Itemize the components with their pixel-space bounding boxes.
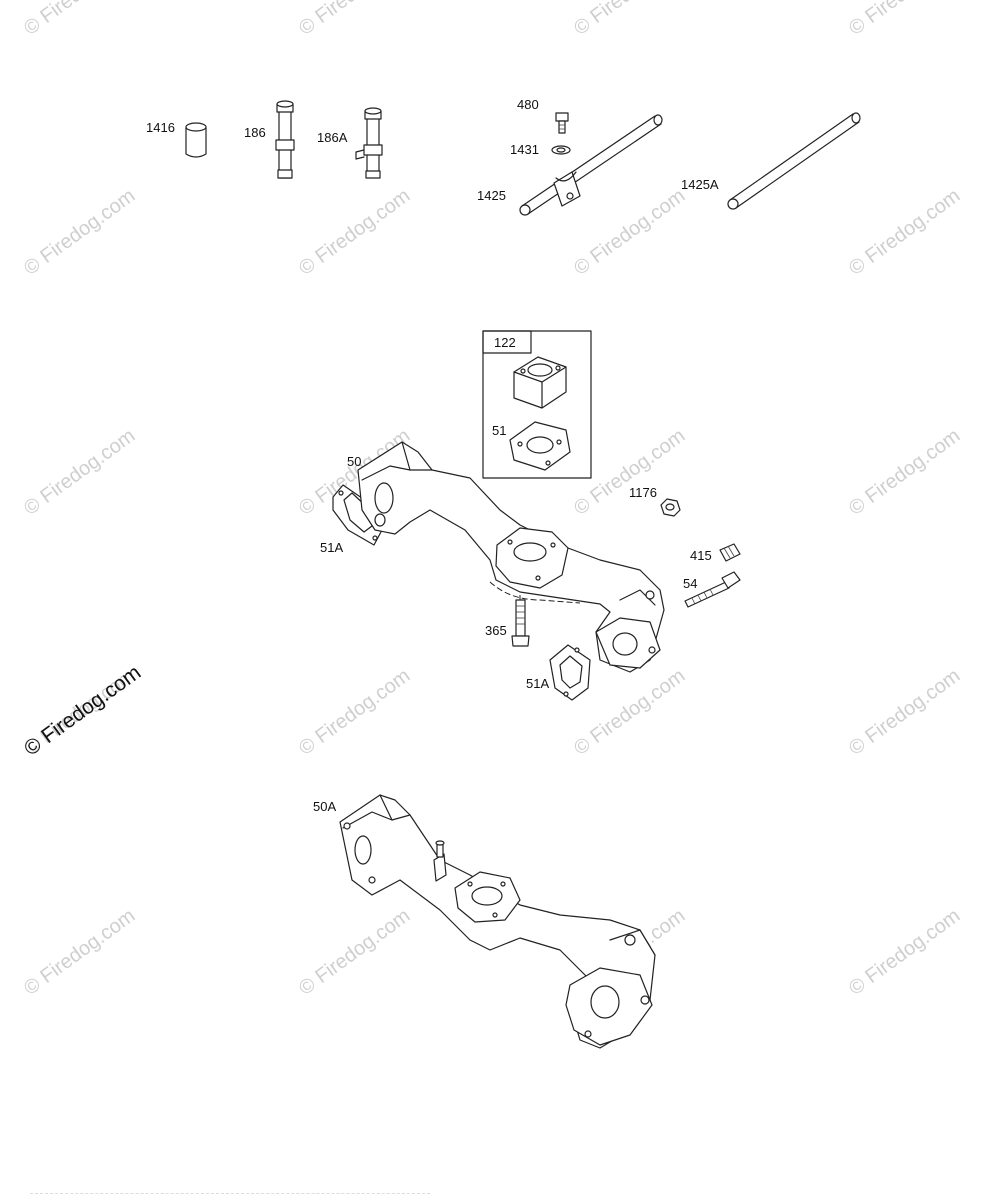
callout-1425a: 1425A: [681, 177, 719, 192]
part-51a-right-gasket[interactable]: [549, 644, 591, 701]
part-50-manifold[interactable]: [357, 441, 665, 673]
part-1425-tube[interactable]: [519, 114, 663, 216]
callout-1176: 1176: [629, 485, 657, 500]
part-122-spacer[interactable]: [513, 356, 567, 409]
callout-50a: 50A: [313, 799, 337, 814]
callout-1416: 1416: [146, 120, 175, 135]
callout-51a-right: 51A: [526, 676, 550, 691]
part-1431-washer[interactable]: [551, 145, 571, 155]
part-1416-sleeve[interactable]: [185, 122, 207, 158]
callout-415: 415: [690, 548, 712, 563]
part-186-tube[interactable]: [275, 100, 295, 179]
kit-122-box: [482, 330, 592, 479]
callout-365: 365: [485, 623, 507, 638]
callout-1431: 1431: [510, 142, 539, 157]
part-186a-tube[interactable]: [355, 107, 383, 179]
callout-186a: 186A: [317, 130, 348, 145]
callout-51a-left: 51A: [320, 540, 344, 555]
footer-line: [30, 1193, 430, 1197]
part-54-bolt[interactable]: [684, 571, 741, 608]
part-50a-manifold[interactable]: [339, 794, 656, 1049]
part-415-insert[interactable]: [719, 543, 741, 562]
part-51a-left-gasket[interactable]: [332, 484, 383, 546]
callout-54: 54: [683, 576, 698, 591]
part-1176-nut[interactable]: [660, 498, 681, 517]
callout-480: 480: [517, 97, 539, 112]
part-365-stud[interactable]: [511, 599, 530, 647]
callout-51: 51: [492, 423, 507, 438]
dashed-connector: [489, 581, 581, 604]
part-51-gasket[interactable]: [509, 421, 571, 471]
callout-1425: 1425: [477, 188, 506, 203]
part-1425a-tube[interactable]: [727, 112, 861, 210]
part-480-bolt[interactable]: [555, 112, 569, 134]
callout-122: 122: [494, 335, 516, 350]
callout-50: 50: [347, 454, 362, 469]
callout-186: 186: [244, 125, 266, 140]
